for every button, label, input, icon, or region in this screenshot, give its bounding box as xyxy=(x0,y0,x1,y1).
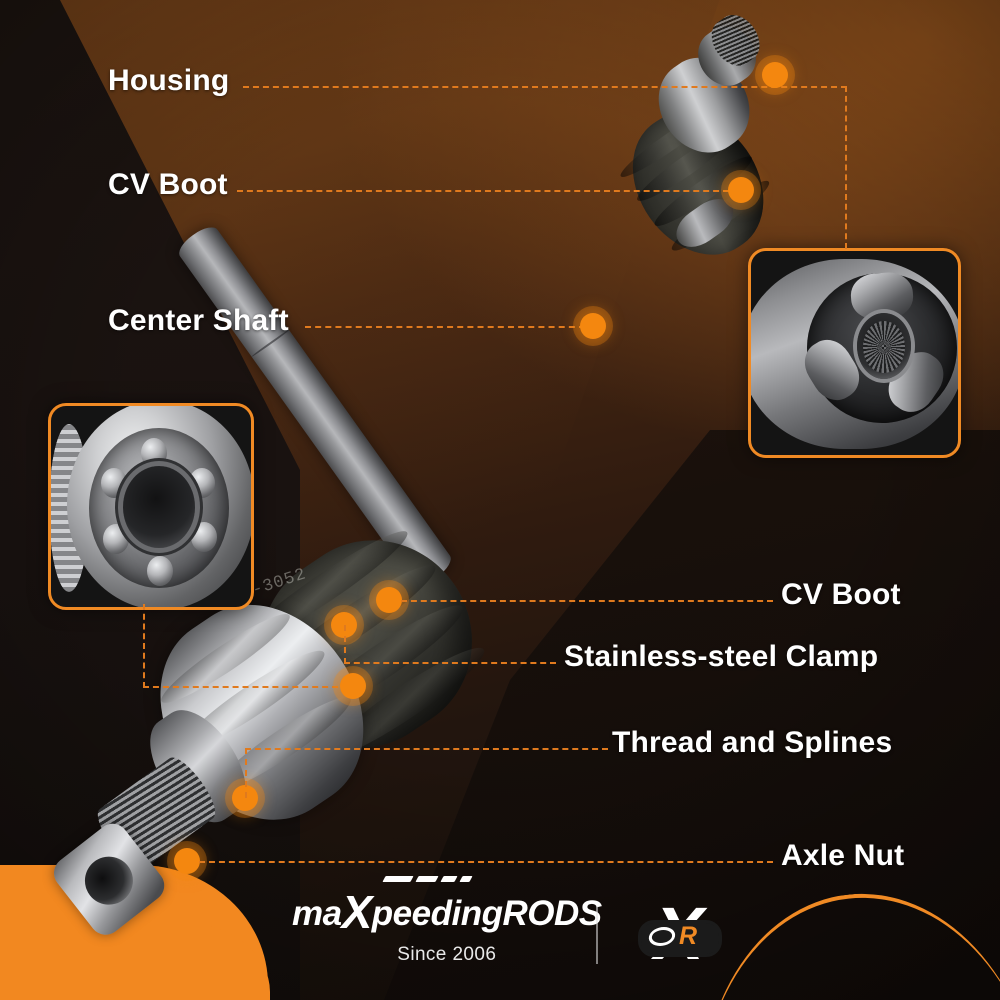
badge-o-glyph xyxy=(646,927,678,946)
leader-inset-left-vertical xyxy=(143,604,145,688)
footer-divider xyxy=(596,906,598,964)
leader-axle-nut xyxy=(199,861,773,863)
leader-clamp-vertical xyxy=(344,625,346,664)
leader-clamp-horizontal xyxy=(344,662,556,664)
leader-splines-horizontal xyxy=(245,748,608,750)
brand-prefix: ma xyxy=(292,894,342,933)
leader-center-shaft xyxy=(305,326,585,328)
label-thread-and-splines: Thread and Splines xyxy=(612,726,893,759)
dot-cv-boot-bottom xyxy=(376,587,402,613)
brand-suffix: RODS xyxy=(502,894,602,933)
badge-r-glyph: R xyxy=(679,922,698,950)
or-badge-logo: X R xyxy=(618,897,736,971)
brand-wordmark: maXpeedingRODS xyxy=(292,889,602,935)
dot-center-shaft xyxy=(580,313,606,339)
leader-inset-left-horizontal xyxy=(143,686,358,688)
label-axle-nut: Axle Nut xyxy=(781,839,905,872)
label-cv-boot-top: CV Boot xyxy=(108,168,228,201)
leader-splines-vertical xyxy=(245,748,247,798)
brand-since-text: Since 2006 xyxy=(397,944,497,965)
tripod-joint-cutaway-illustration xyxy=(751,251,958,455)
inset-tripod-joint-cutaway xyxy=(748,248,961,458)
footer-branding: maXpeedingRODS Since 2006 X R xyxy=(0,876,1000,1000)
dot-inner-joint-housing xyxy=(340,673,366,699)
label-housing: Housing xyxy=(108,64,230,97)
speed-lines-icon xyxy=(382,876,480,892)
brand-x-glyph: X xyxy=(341,886,373,938)
dot-housing xyxy=(762,62,788,88)
leader-housing-vertical xyxy=(845,86,847,249)
brand-mid: peeding xyxy=(371,894,503,933)
leader-housing xyxy=(243,86,847,88)
label-center-shaft: Center Shaft xyxy=(108,304,289,337)
inset-cv-joint-cutaway xyxy=(48,403,254,610)
dot-cv-boot-top xyxy=(728,177,754,203)
cv-joint-cutaway-illustration xyxy=(51,406,251,607)
label-stainless-steel-clamp: Stainless-steel Clamp xyxy=(564,640,879,673)
dot-axle-nut xyxy=(174,848,200,874)
badge-pill: R xyxy=(638,920,722,957)
maxpeedingrods-logo: maXpeedingRODS Since 2006 xyxy=(292,876,602,966)
leader-cv-boot-top xyxy=(237,190,729,192)
leader-cv-boot-bottom xyxy=(401,600,773,602)
label-cv-boot-bottom: CV Boot xyxy=(781,578,901,611)
